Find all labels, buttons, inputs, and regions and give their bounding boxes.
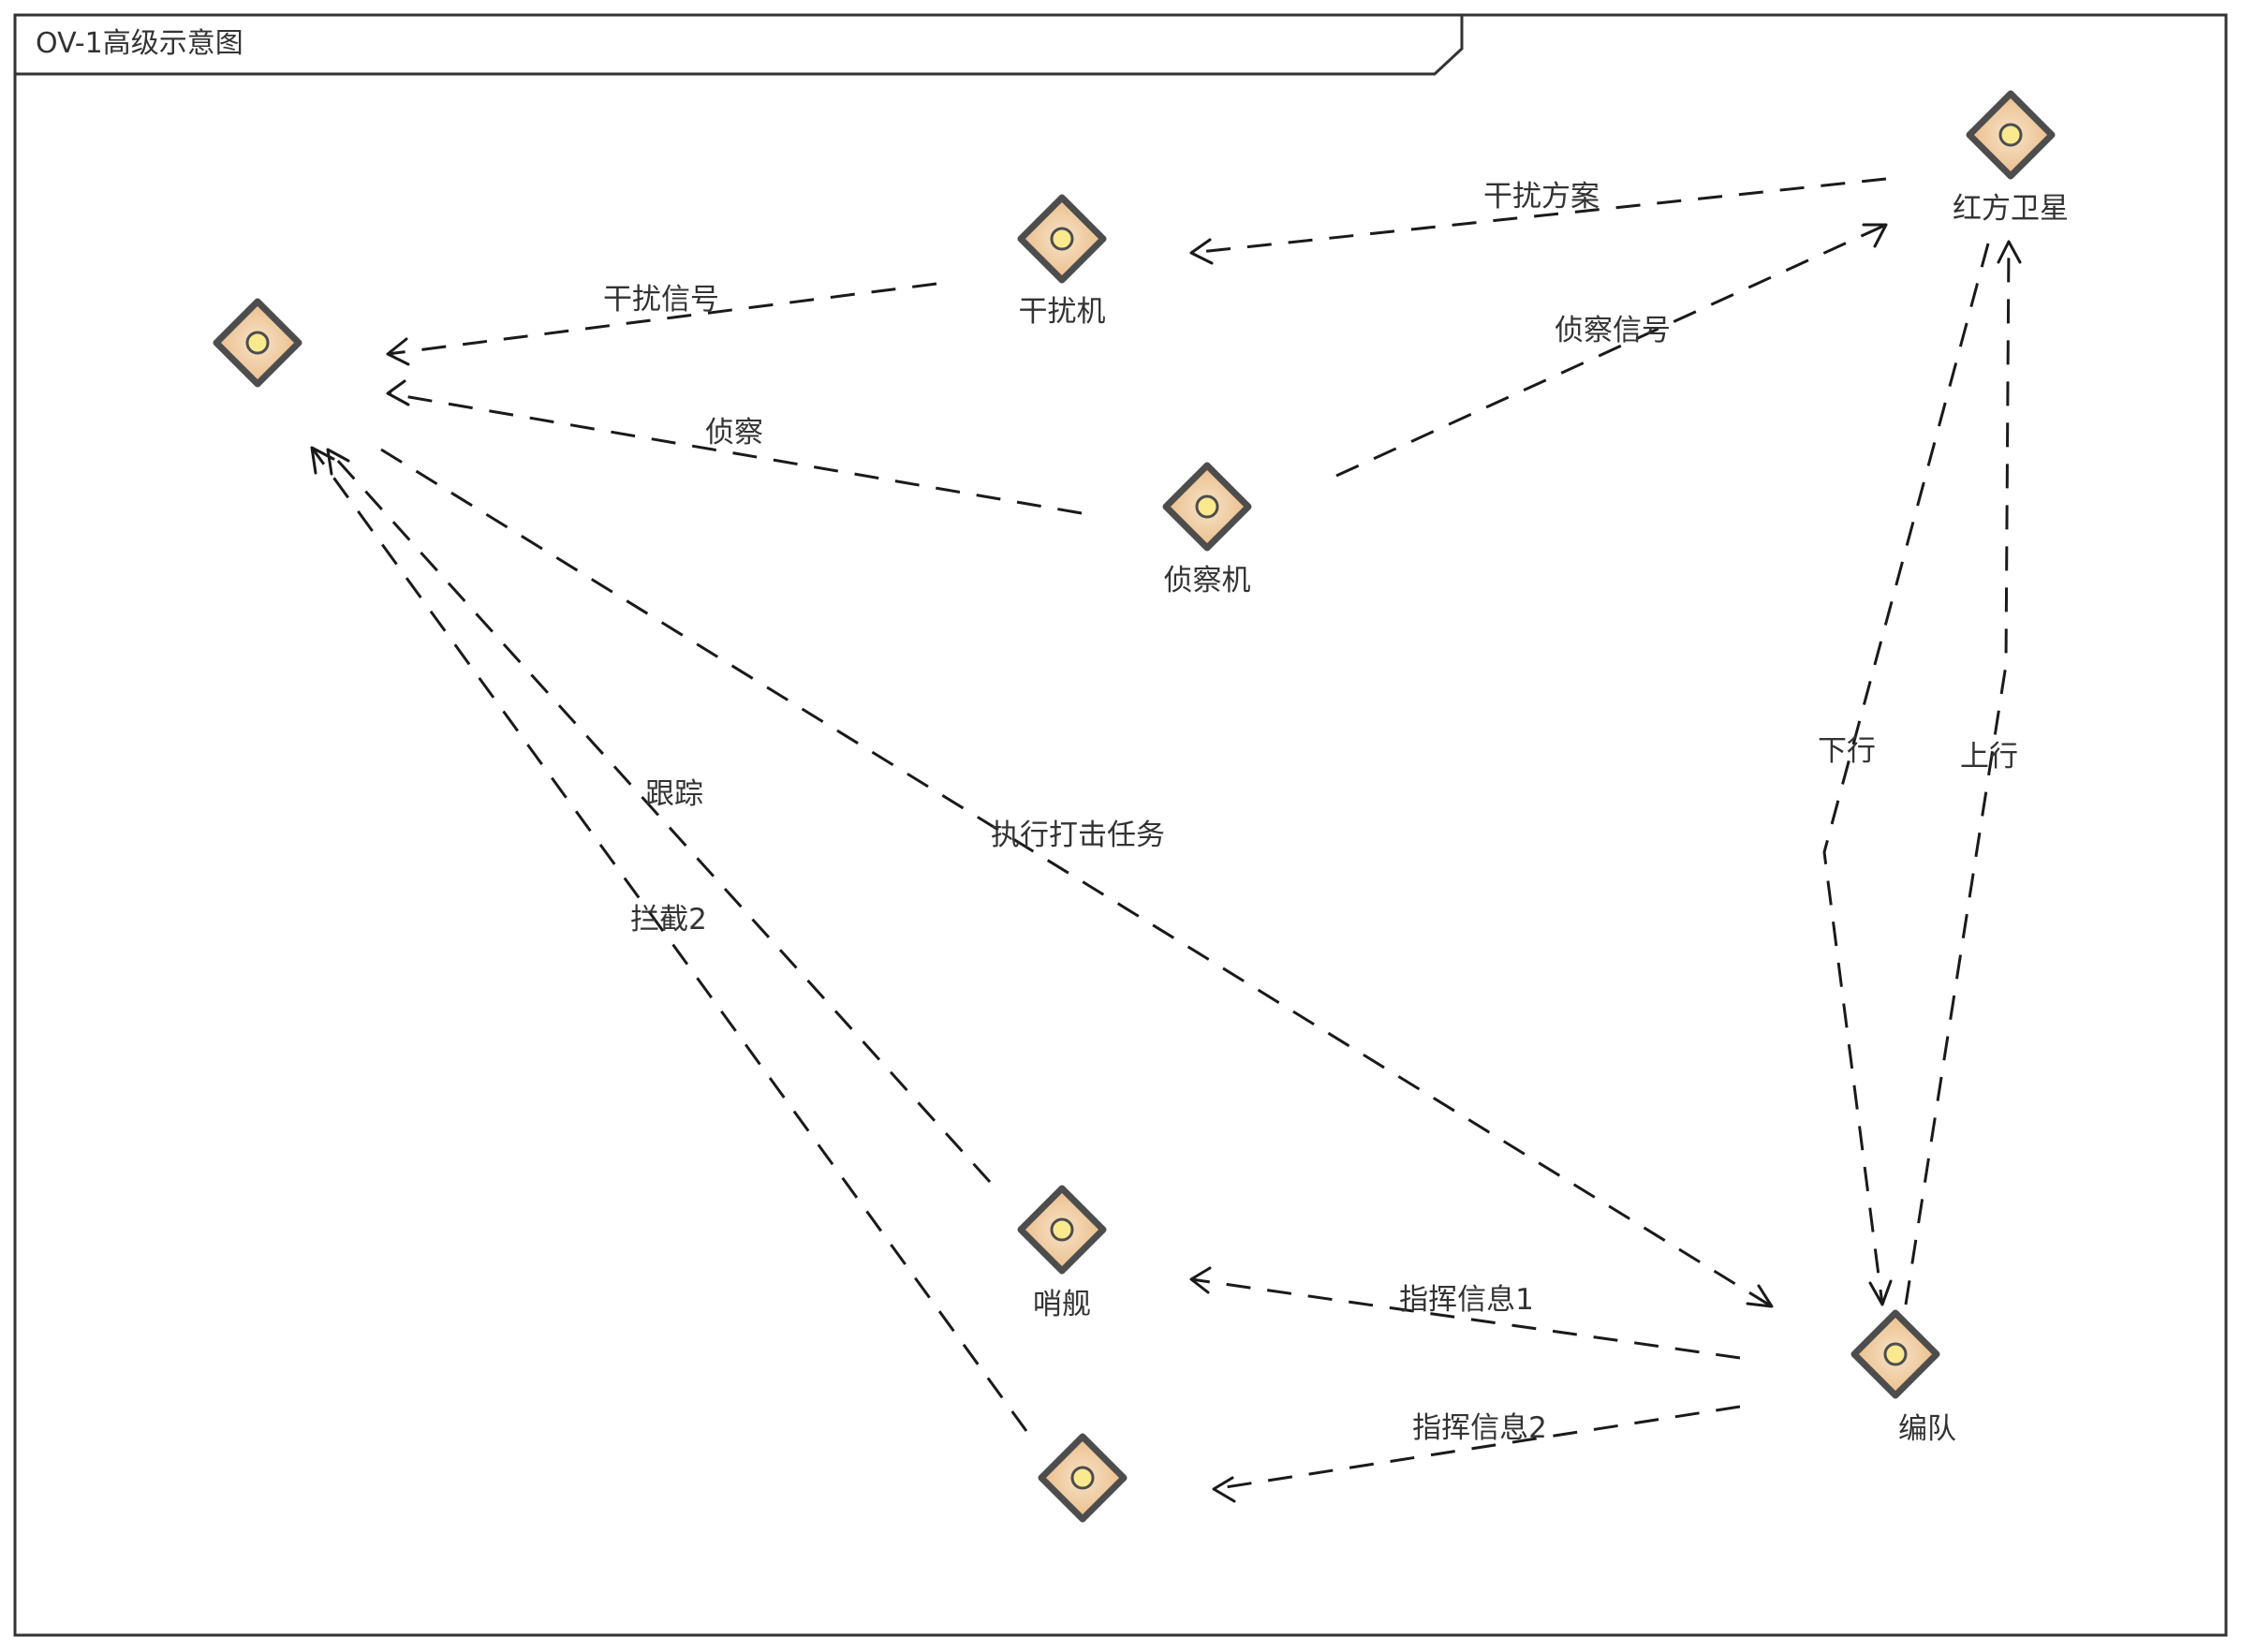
edge-label: 上行 <box>1960 740 2018 774</box>
nodes-layer: 干扰机 红方卫星 侦察机 哨舰 <box>213 90 2069 1523</box>
edge-downlink[interactable]: 下行 <box>1818 243 1990 1306</box>
edge-line[interactable] <box>1190 1277 1741 1360</box>
edge-uplink[interactable]: 上行 <box>1904 240 2022 1305</box>
edge-strike[interactable]: 执行打击任务 <box>380 448 1774 1308</box>
edge-label: 拦截2 <box>630 903 707 937</box>
edge-label: 侦察信号 <box>1555 314 1671 347</box>
node-satellite[interactable]: 红方卫星 <box>1953 90 2069 226</box>
edge-line[interactable] <box>387 391 1083 515</box>
edge-label: 指挥信息2 <box>1412 1411 1547 1445</box>
node-formation[interactable]: 编队 <box>1850 1309 1956 1446</box>
frame-border <box>13 13 2228 1637</box>
arrowhead-icon <box>1189 238 1214 265</box>
edge-track[interactable]: 跟踪 <box>326 448 992 1184</box>
edge-jam-signal[interactable]: 干扰信号 <box>386 282 937 366</box>
performer-diamond-icon <box>1017 1185 1107 1275</box>
node-label: 侦察机 <box>1164 564 1251 597</box>
edge-recon-signal[interactable]: 侦察信号 <box>1335 223 1888 478</box>
diagram-frame: OV-1高级示意图 <box>13 13 2228 1637</box>
node-jammer[interactable]: 干扰机 <box>1017 194 1107 329</box>
performer-diamond-icon <box>1850 1309 1940 1399</box>
edge-line[interactable] <box>380 448 1773 1308</box>
edge-line[interactable] <box>1822 243 1990 1305</box>
arrowhead-icon <box>386 379 410 406</box>
edge-label: 指挥信息1 <box>1399 1283 1534 1317</box>
edge-label: 侦察 <box>705 416 763 450</box>
edge-cmd1[interactable]: 指挥信息1 <box>1189 1266 1741 1360</box>
arrowhead-icon <box>1746 1284 1774 1308</box>
node-target[interactable] <box>213 298 302 388</box>
arrowhead-icon <box>1862 223 1888 248</box>
arrowhead-icon <box>386 337 410 366</box>
node-interceptor[interactable] <box>1038 1433 1128 1523</box>
edge-jam-plan[interactable]: 干扰方案 <box>1189 177 1887 265</box>
performer-diamond-icon <box>1966 90 2056 180</box>
edge-intercept2[interactable]: 拦截2 <box>310 446 1028 1432</box>
edge-label: 执行打击任务 <box>991 819 1165 852</box>
edge-line[interactable] <box>387 282 937 356</box>
arrowhead-icon <box>1997 240 2022 264</box>
performer-diamond-icon <box>213 298 302 388</box>
edges-layer: 干扰信号 干扰方案 侦察信号 侦察 执行打击任务 跟踪 <box>310 177 2022 1503</box>
edge-line[interactable] <box>1335 223 1887 478</box>
arrowhead-icon <box>310 446 335 475</box>
edge-label: 干扰信号 <box>603 283 719 317</box>
node-recon[interactable]: 侦察机 <box>1162 462 1252 597</box>
node-label: 编队 <box>1898 1412 1956 1446</box>
diagram-title: OV-1高级示意图 <box>36 27 243 60</box>
edge-line[interactable] <box>310 447 1028 1432</box>
edge-line[interactable] <box>1190 177 1887 255</box>
edge-line[interactable] <box>1213 1405 1741 1491</box>
edge-label: 下行 <box>1818 734 1876 768</box>
edge-recon[interactable]: 侦察 <box>386 379 1083 515</box>
performer-diamond-icon <box>1038 1433 1128 1523</box>
performer-diamond-icon <box>1017 194 1107 284</box>
arrowhead-icon <box>1868 1279 1893 1306</box>
arrowhead-icon <box>1189 1266 1212 1294</box>
edge-line[interactable] <box>1904 241 2011 1305</box>
node-picket[interactable]: 哨舰 <box>1017 1185 1107 1321</box>
arrowhead-icon <box>326 448 350 476</box>
node-label: 哨舰 <box>1033 1288 1091 1321</box>
node-label: 红方卫星 <box>1953 192 2069 226</box>
edge-label: 干扰方案 <box>1483 180 1600 214</box>
node-label: 干扰机 <box>1019 295 1106 329</box>
edge-label: 跟踪 <box>645 777 703 811</box>
arrowhead-icon <box>1212 1476 1236 1503</box>
performer-diamond-icon <box>1162 462 1252 552</box>
edge-cmd2[interactable]: 指挥信息2 <box>1212 1405 1741 1503</box>
frame-title-tab <box>15 15 1464 76</box>
